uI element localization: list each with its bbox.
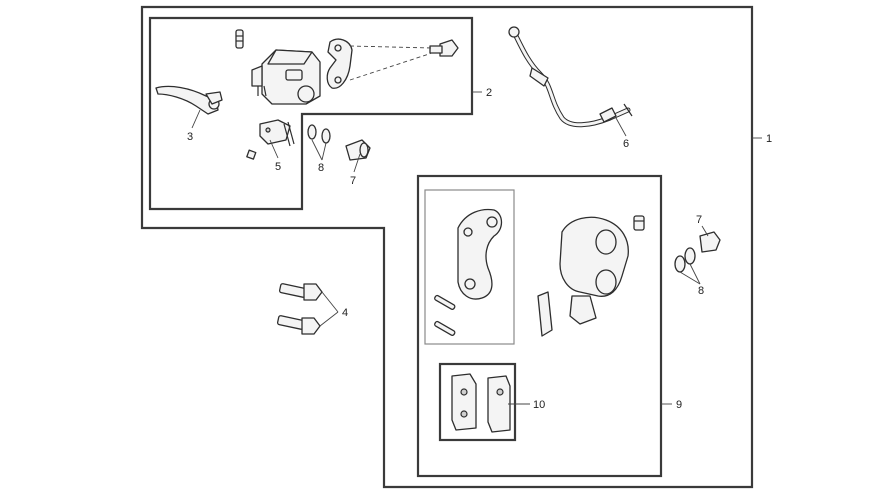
o-rings-part — [307, 124, 331, 144]
callout-9: 9 — [676, 399, 682, 411]
brake-switch-part — [259, 119, 295, 147]
callout-3: 3 — [187, 131, 193, 143]
brake-hose-part — [508, 26, 633, 128]
leader-8b-1 — [689, 263, 701, 285]
bleeder-screw-part — [633, 215, 645, 231]
clamp-bolt-part — [429, 39, 459, 57]
brake-pad-right-part — [487, 375, 511, 433]
guide-pins-part — [434, 294, 456, 337]
small-screw-part — [246, 149, 257, 160]
master-cylinder-frame-2 — [148, 16, 474, 211]
callout-7-upper: 7 — [350, 175, 356, 187]
mounting-bolt-lower-part — [276, 315, 321, 335]
handlebar-clamp-part — [326, 38, 353, 89]
banjo-bolt-part — [345, 139, 371, 161]
caliper-bracket-frame — [424, 189, 515, 345]
callout-10: 10 — [533, 399, 545, 411]
leader-7b — [701, 225, 709, 237]
leader-8b-2 — [679, 271, 701, 285]
callout-6: 6 — [623, 138, 629, 150]
mounting-bolt-upper-part — [278, 283, 323, 301]
callout-4: 4 — [342, 307, 348, 319]
leader-5 — [269, 139, 279, 159]
brake-pads-frame-10 — [438, 362, 517, 442]
callout-7-caliper: 7 — [696, 214, 702, 226]
caliper-frame-9 — [416, 174, 663, 478]
leader-4a — [321, 291, 339, 313]
caliper-banjo-bolt-part — [699, 231, 721, 253]
callout-2: 2 — [486, 87, 492, 99]
callout-5: 5 — [275, 161, 281, 173]
leader-7a — [353, 153, 361, 173]
leader-6 — [615, 117, 627, 137]
top-screw-part — [235, 29, 244, 49]
callout-1: 1 — [766, 133, 772, 145]
pad-spring-part — [537, 291, 553, 337]
brake-pad-left-part — [451, 373, 477, 431]
leader-8a-2 — [321, 142, 327, 161]
clamp-dash-line-lower — [349, 52, 433, 81]
caliper-body-part — [559, 216, 629, 325]
callout-8-caliper: 8 — [698, 285, 704, 297]
callout-8-upper: 8 — [318, 162, 324, 174]
brake-lever-part — [155, 85, 223, 115]
leader-4b — [319, 311, 339, 327]
assembly-frame-1 — [140, 5, 754, 489]
clamp-dash-line-upper — [349, 45, 433, 49]
master-cylinder-part — [251, 49, 321, 105]
caliper-bracket-part — [457, 208, 503, 300]
leader-3 — [191, 109, 201, 129]
leader-8a-1 — [311, 139, 323, 161]
